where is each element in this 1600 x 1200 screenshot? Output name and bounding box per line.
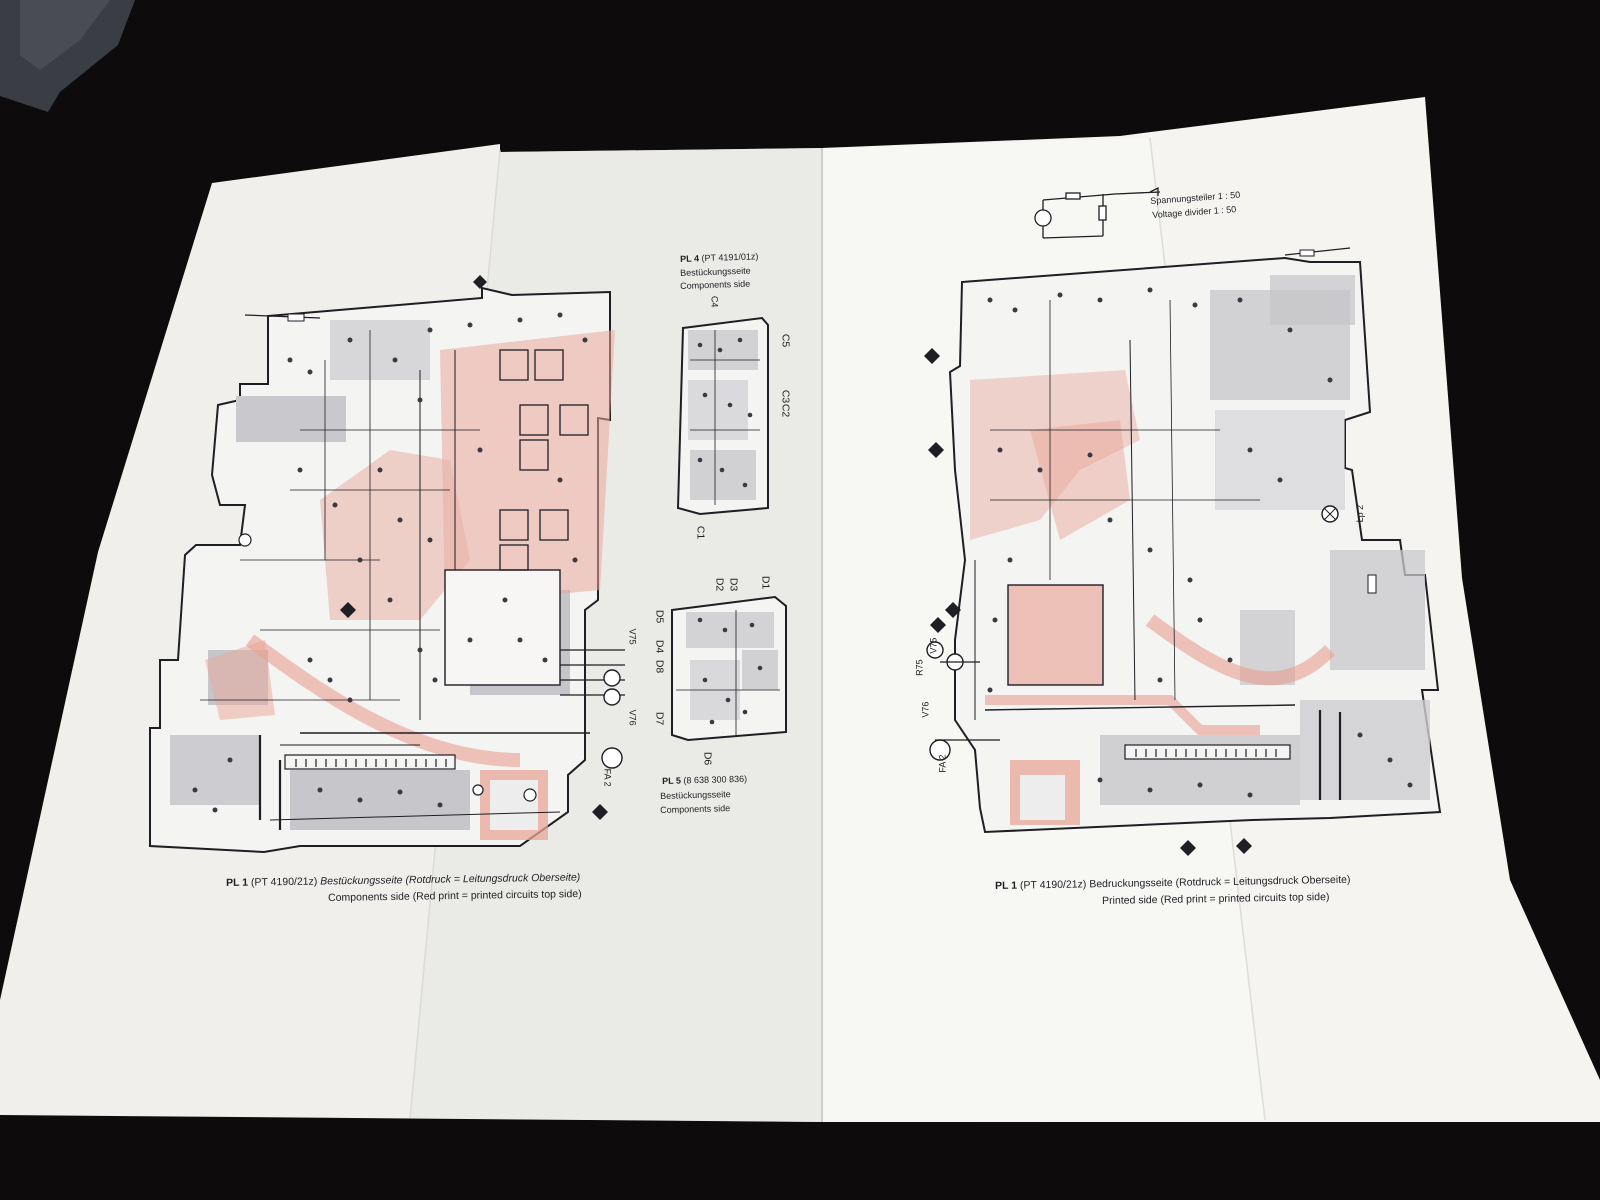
- pl4-part-number: (PT 4191/01z): [701, 251, 759, 264]
- pl5-ref-d3: D3: [727, 577, 740, 592]
- right-ref-fa2: FA 2: [937, 754, 948, 773]
- pl5-ref-d4: D4: [653, 639, 666, 654]
- right-ref-lp2: Lp 2: [1355, 504, 1366, 523]
- pl5-part-number: (8 638 300 836): [683, 773, 748, 786]
- pl5-ref-d6: D6: [701, 751, 714, 766]
- pl1-left-title: PL 1: [226, 876, 249, 889]
- pl5-ref-d5: D5: [653, 609, 666, 624]
- pl4-board-layout: [676, 316, 769, 516]
- pl1-components-side-layout: [149, 275, 625, 854]
- left-ref-fa2: FA 2: [602, 768, 613, 787]
- right-ref-v75: V75: [928, 637, 939, 654]
- pl5-title: PL 5: [662, 775, 682, 786]
- pl4-ref-c4: C4: [709, 295, 720, 308]
- pl4-ref-c1: C1: [694, 525, 707, 540]
- pl1-left-part-number: (PT 4190/21z): [250, 875, 318, 889]
- pl4-ref-c2: C2: [779, 403, 792, 418]
- pl1-right-title: PL 1: [995, 879, 1018, 892]
- pl5-ref-d7: D7: [653, 711, 666, 726]
- voltage-divider-schematic: [1034, 186, 1161, 239]
- pl5-caption: PL 5 (8 638 300 836): [662, 774, 747, 787]
- pl1-right-part-number: (PT 4190/21z): [1019, 878, 1087, 892]
- pl4-ref-c3: C3: [779, 389, 792, 404]
- pl5-ref-d1: D1: [759, 575, 772, 590]
- pl5-label-en: Components side: [660, 803, 731, 815]
- pl4-title: PL 4: [680, 253, 700, 264]
- pl4-ref-c5: C5: [779, 333, 792, 348]
- right-ref-v76: V76: [920, 701, 931, 718]
- pl5-board-layout: [671, 595, 787, 742]
- pl5-ref-d8: D8: [653, 659, 666, 674]
- right-ref-r75: R75: [914, 659, 925, 676]
- left-ref-v75: V75: [627, 628, 638, 645]
- pl1-printed-side-layout: [924, 247, 1442, 856]
- left-ref-v76: V76: [627, 709, 638, 726]
- pl5-label-de: Bestückungsseite: [660, 789, 731, 801]
- pl5-ref-d2: D2: [713, 577, 726, 592]
